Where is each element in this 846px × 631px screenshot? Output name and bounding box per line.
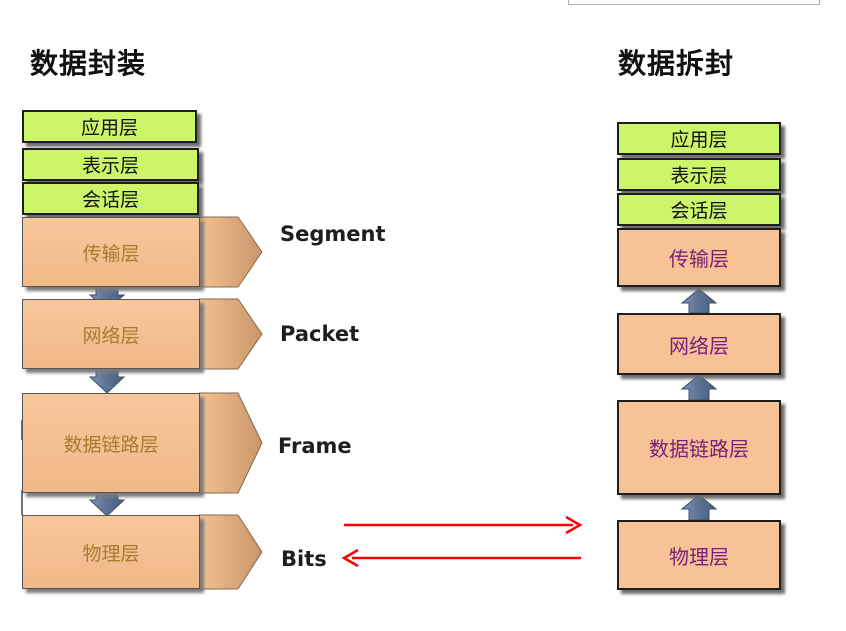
- right-physical-layer: 物理层: [617, 520, 781, 590]
- left-application-layer: 应用层: [22, 110, 197, 143]
- packet-label: Packet: [280, 322, 360, 346]
- right-physical-layer-label: 物理层: [669, 544, 729, 569]
- left-transport-layer: 传输层: [22, 217, 200, 287]
- left-presentation-layer: 表示层: [22, 148, 199, 181]
- segment-header-tab: [198, 216, 263, 288]
- top-edge-frame: [568, 0, 820, 5]
- left-datalink-layer: 数据链路层: [22, 393, 200, 493]
- left-network-layer: 网络层: [22, 299, 200, 369]
- right-datalink-layer: 数据链路层: [617, 400, 781, 495]
- right-presentation-layer-label: 表示层: [670, 165, 728, 187]
- up-arrow-physical-datalink: [680, 494, 718, 521]
- left-session-layer: 会话层: [22, 182, 199, 215]
- right-network-layer-label: 网络层: [669, 333, 729, 358]
- left-network-layer-label: 网络层: [82, 324, 140, 347]
- left-transport-layer-label: 传输层: [82, 242, 140, 265]
- up-arrow-network-transport: [680, 288, 718, 314]
- transmit-arrow-left: [341, 548, 581, 568]
- left-datalink-layer-label: 数据链路层: [63, 433, 159, 456]
- right-presentation-layer: 表示层: [617, 158, 781, 191]
- bits-header-tab: [198, 514, 263, 590]
- left-presentation-layer-label: 表示层: [81, 155, 139, 177]
- left-application-layer-label: 应用层: [80, 117, 138, 139]
- right-application-layer-label: 应用层: [670, 129, 728, 151]
- segment-label: Segment: [280, 222, 386, 246]
- down-arrow-network-datalink: [88, 364, 126, 394]
- right-application-layer: 应用层: [617, 122, 781, 155]
- frame-label: Frame: [278, 434, 352, 458]
- packet-header-tab: [198, 298, 263, 370]
- right-session-layer: 会话层: [617, 193, 781, 226]
- bits-label: Bits: [281, 547, 327, 571]
- right-datalink-layer-label: 数据链路层: [649, 437, 749, 461]
- right-network-layer: 网络层: [617, 313, 781, 375]
- left-physical-layer: 物理层: [22, 515, 200, 589]
- encapsulation-title: 数据封装: [30, 47, 147, 80]
- transmit-arrow-right: [344, 515, 583, 535]
- right-transport-layer-label: 传输层: [669, 247, 729, 271]
- left-physical-layer-label: 物理层: [82, 542, 140, 565]
- left-session-layer-label: 会话层: [81, 189, 139, 211]
- decapsulation-title: 数据拆封: [618, 47, 735, 80]
- right-transport-layer: 传输层: [617, 228, 781, 287]
- right-session-layer-label: 会话层: [670, 200, 728, 222]
- frame-header-tab: [198, 392, 263, 494]
- up-arrow-datalink-network: [680, 374, 718, 401]
